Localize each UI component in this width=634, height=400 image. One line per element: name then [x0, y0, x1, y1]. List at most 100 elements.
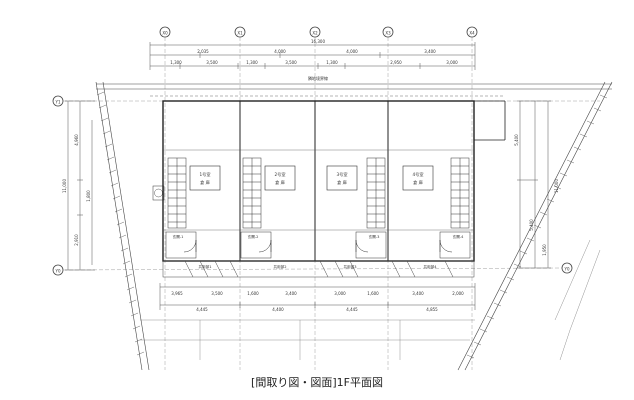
- dimension-label: 1,300: [246, 60, 258, 65]
- floor-plan-drawing: X0 X1 X2 X3 X4 Y1 Y0 Y0 16,: [52, 26, 613, 371]
- dimension-label: 5,400: [529, 219, 534, 231]
- dimension-label: 4,445: [196, 307, 208, 312]
- site-boundary-left: [95, 81, 150, 371]
- porch-label: 共用部4: [423, 264, 437, 269]
- side-grid-markers: Y1 Y0 Y0: [52, 95, 573, 276]
- grid-marker-top: X4: [466, 26, 478, 38]
- stair: [167, 157, 187, 229]
- dimension-label: 3,500: [206, 60, 218, 65]
- fan-icon: [154, 188, 163, 198]
- dimension-label: 4,960: [74, 134, 79, 146]
- porch-band: [162, 260, 475, 278]
- dimension-label: 3,500: [285, 60, 297, 65]
- dimension-label: 3,965: [171, 291, 183, 296]
- north-boundary: 隣地境界線: [96, 75, 612, 97]
- entrance-door: [439, 231, 471, 259]
- dimension-label: 1,600: [247, 291, 259, 296]
- entrance-label: 玄関-3: [369, 234, 380, 239]
- unit-room-label: 倉 庫: [413, 179, 423, 186]
- dimension-label: 4,400: [272, 307, 284, 312]
- dimension-label: 3,400: [285, 291, 297, 296]
- dimension-label: 4,000: [346, 49, 358, 54]
- unit-label-box: [326, 165, 358, 191]
- dimension-label: 4,855: [426, 307, 438, 312]
- dimension-label: 3,400: [424, 49, 436, 54]
- dimension-label: 4,445: [346, 307, 358, 312]
- left-dimension-labels: 11,000 4,960 1,800 2,910: [62, 134, 91, 246]
- right-dimension-labels: 5,400 5,400 1,950 11,000: [514, 134, 559, 256]
- entrance-label: 玄関-1: [173, 234, 184, 239]
- svg-text:X2: X2: [312, 31, 318, 36]
- grid-marker-right: Y0: [561, 262, 573, 274]
- bottom-dimension-labels: 3,965 3,500 1,600 3,400 3,000 1,600 3,40…: [171, 291, 464, 312]
- dimension-label: 3,000: [446, 60, 458, 65]
- porch-label: 共用部2: [273, 264, 286, 269]
- site-note: 隣地境界線: [308, 75, 328, 81]
- unit-label-box: [402, 165, 434, 191]
- unit-3: 3号室 倉 庫 玄関-3 共用部3: [326, 157, 387, 269]
- svg-text:Y0: Y0: [564, 267, 570, 272]
- grid-lines: [62, 37, 600, 370]
- plan-caption: [間取り図・図面]1F平面図: [251, 376, 383, 389]
- unit-number: 1号室: [199, 171, 210, 178]
- svg-text:Y1: Y1: [55, 100, 61, 105]
- top-dimensions: [149, 42, 476, 70]
- dimension-label: 11,000: [62, 179, 67, 193]
- entrance-door: [240, 231, 272, 259]
- svg-text:Y0: Y0: [55, 269, 61, 274]
- stair: [366, 157, 386, 229]
- grid-marker-left: Y1: [52, 95, 64, 107]
- grid-marker-left: Y0: [52, 264, 64, 276]
- svg-text:X3: X3: [385, 31, 391, 36]
- dimension-label: 2,035: [197, 49, 209, 54]
- dimension-label: 1,600: [367, 291, 379, 296]
- interior-lines: [163, 149, 474, 231]
- entrance-label: 玄関-2: [248, 234, 259, 239]
- svg-text:X1: X1: [237, 31, 243, 36]
- south-site-lines: [140, 319, 475, 360]
- top-dimension-labels: 16,300 2,035 4,000 4,000 3,400 1,300 3,5…: [170, 39, 458, 65]
- dimension-label: 11,000: [554, 179, 559, 193]
- unit-room-label: 倉 庫: [200, 179, 210, 186]
- unit-label-box: [264, 165, 296, 191]
- dimension-label: 4,000: [274, 49, 286, 54]
- right-dimensions: [517, 100, 551, 269]
- dimension-label: 1,300: [326, 60, 338, 65]
- dimension-label: 2,000: [452, 291, 464, 296]
- svg-text:X4: X4: [469, 31, 475, 36]
- stair: [450, 157, 470, 229]
- grid-marker-top: X1: [234, 26, 246, 38]
- unit-1: 1号室 倉 庫 玄関-1 共用部1: [152, 157, 221, 269]
- outdoor-unit: [152, 185, 165, 201]
- unit-label-box: [189, 165, 221, 191]
- unit-number: 2号室: [274, 171, 285, 178]
- dimension-label: 1,950: [542, 244, 547, 256]
- entrance-label: 玄関-4: [453, 234, 464, 239]
- dimension-label: 1,800: [86, 190, 91, 202]
- svg-text:X0: X0: [162, 31, 168, 36]
- entrance-door: [355, 231, 387, 259]
- unit-number: 4号室: [412, 171, 423, 178]
- unit-room-label: 倉 庫: [275, 179, 285, 186]
- dimension-label: 2,950: [390, 60, 402, 65]
- grid-marker-top: X0: [159, 26, 171, 38]
- entrance-door: [165, 231, 197, 259]
- dimension-label: 1,300: [170, 60, 182, 65]
- overall-dimension: 16,300: [311, 39, 325, 44]
- stair: [242, 157, 262, 229]
- bottom-dimensions: [159, 283, 476, 310]
- grid-marker-top: X2: [309, 26, 321, 38]
- dimension-label: 2,910: [74, 234, 79, 246]
- dimension-label: 3,500: [211, 291, 223, 296]
- dimension-label: 3,000: [334, 291, 346, 296]
- porch-label: 共用部3: [343, 264, 356, 269]
- left-dimensions: [65, 100, 95, 271]
- unit-2: 2号室 倉 庫 玄関-2 共用部2: [240, 157, 296, 269]
- unit-number: 3号室: [336, 171, 347, 178]
- unit-4: 4号室 倉 庫 玄関-4 共用部4: [402, 157, 471, 269]
- grid-marker-top: X3: [382, 26, 394, 38]
- porch-label: 共用部1: [198, 264, 211, 269]
- unit-room-label: 倉 庫: [337, 179, 347, 186]
- dimension-label: 5,400: [514, 134, 519, 146]
- site-boundary-right: [457, 81, 613, 371]
